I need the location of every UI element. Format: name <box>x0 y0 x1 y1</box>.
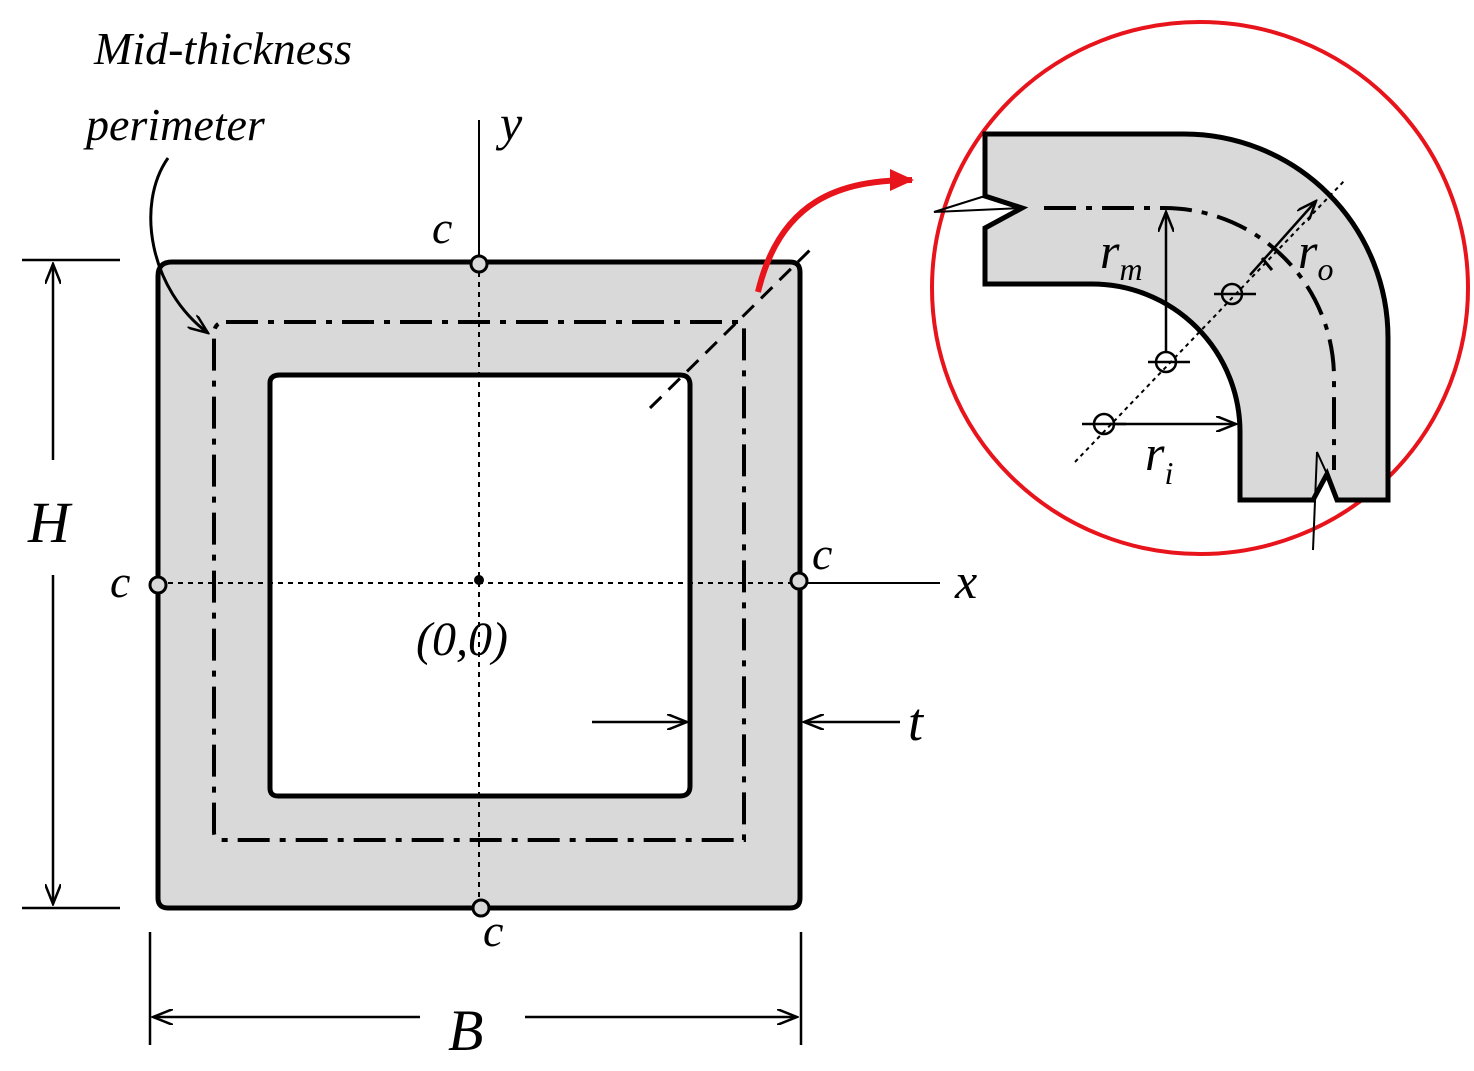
annotation-line1: Mid-thickness <box>93 23 352 74</box>
y-axis-label: y <box>495 95 523 151</box>
center-marker-outer <box>1214 282 1256 306</box>
detail-ellipse <box>930 20 1470 556</box>
label-H: H <box>27 490 73 555</box>
x-axis-label: x <box>954 553 977 609</box>
annotation-line2: perimeter <box>83 99 266 150</box>
r-out-tick <box>1260 257 1274 271</box>
point-c-left <box>148 575 168 595</box>
tube-section <box>155 259 803 911</box>
label-c-bottom: c <box>483 905 503 956</box>
label-t: t <box>908 692 925 752</box>
label-r-in: ri <box>1145 425 1173 491</box>
label-c-right: c <box>812 528 832 579</box>
label-c-left: c <box>110 556 130 607</box>
break-line-bottom <box>1312 451 1328 551</box>
label-B: B <box>448 998 483 1063</box>
detail-mid-arc <box>1044 206 1336 470</box>
corner-diagonal-line <box>648 248 812 410</box>
label-r-mid: rm <box>1100 223 1143 287</box>
detail-corner-section <box>982 131 1391 503</box>
annotation-arrow <box>149 157 208 333</box>
callout-arrow <box>755 169 914 293</box>
break-line-top <box>933 195 1023 213</box>
origin-label: (0,0) <box>416 613 508 666</box>
detail-diagonal-line <box>1074 179 1346 463</box>
point-c-bottom <box>471 898 491 918</box>
r-out-arrow <box>1249 201 1316 276</box>
point-c-top <box>469 254 489 274</box>
label-r-out: ro <box>1298 223 1333 287</box>
point-c-right <box>789 571 809 591</box>
origin-dot <box>474 575 484 585</box>
label-c-top: c <box>432 202 452 253</box>
mid-thickness-perimeter-line <box>212 320 746 842</box>
center-marker-mid <box>1148 350 1190 374</box>
